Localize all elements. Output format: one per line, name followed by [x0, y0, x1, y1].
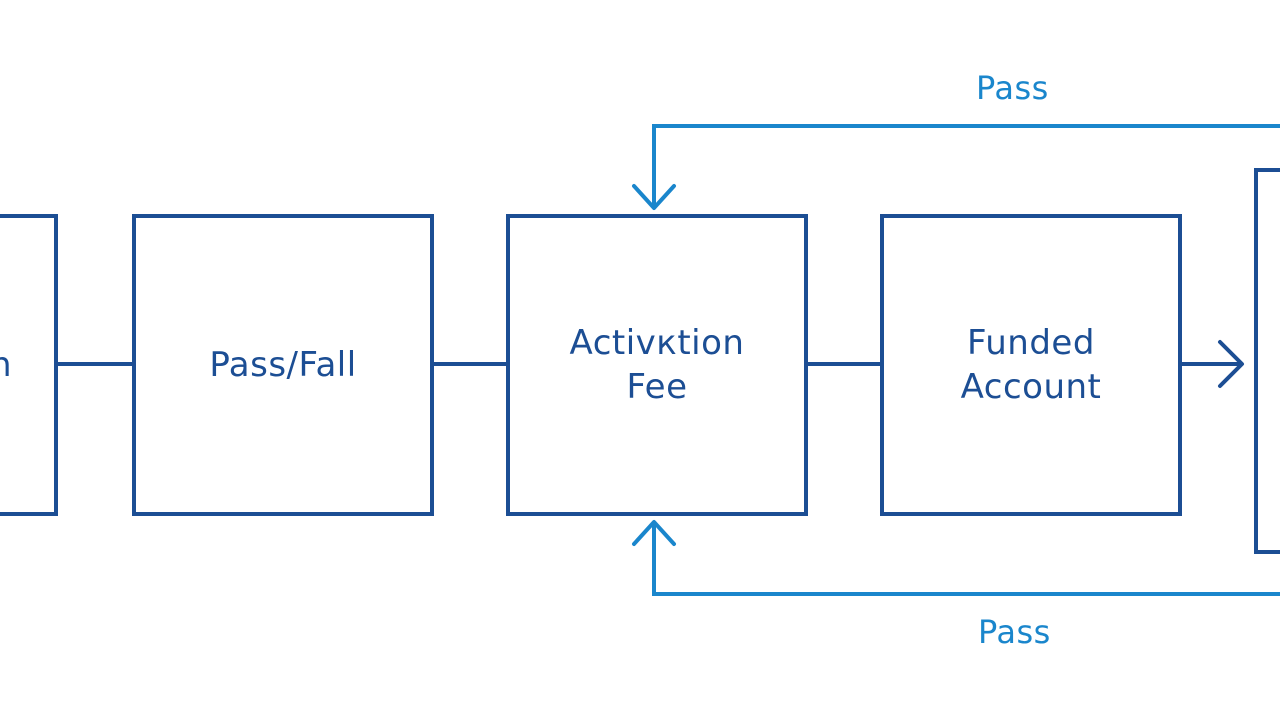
funded-account-box: Funded Account [880, 214, 1182, 516]
top-loop-arrowhead-icon [632, 184, 676, 210]
left-partial-box: n [0, 214, 58, 516]
bottom-loop-label: Pass [978, 613, 1051, 651]
activation-fee-box: Activкtion Fee [506, 214, 808, 516]
activation-fee-label: Activкtion Fee [569, 323, 745, 407]
left-partial-label: n [0, 345, 12, 385]
bottom-loop-arrowhead-icon [632, 520, 676, 546]
top-loop-line [652, 124, 1280, 206]
right-partial-box [1254, 168, 1280, 554]
arrowhead-right-icon [1218, 340, 1244, 388]
top-loop-label: Pass [976, 69, 1049, 107]
bottom-loop-line [652, 524, 1280, 596]
pass-fail-label: Pass/Fall [209, 345, 357, 385]
funded-account-label: Funded Account [960, 323, 1102, 407]
pass-fail-box: Pass/Fall [132, 214, 434, 516]
